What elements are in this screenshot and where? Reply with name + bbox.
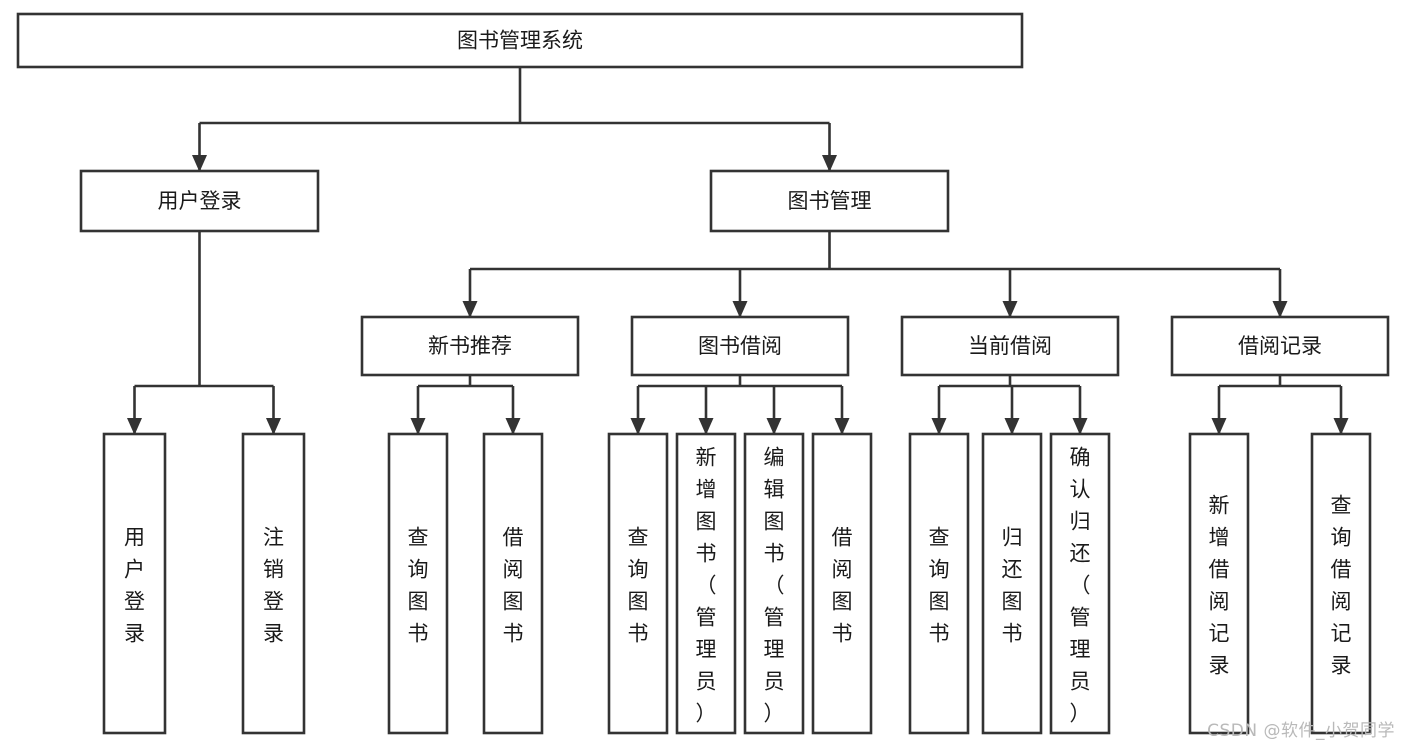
node-leaf-cur-return-book[interactable]: 归还图书 (981, 432, 1043, 735)
node-box-leaf-borrow-query-book (607, 432, 669, 735)
arrow-icon-leaf-borrow-query-book (630, 418, 646, 435)
node-box-root (16, 12, 1024, 69)
arrow-icon-leaf-rec-add-record (1211, 418, 1227, 435)
arrow-icon-new-book-recommend (462, 301, 478, 318)
node-current-borrow[interactable]: 当前借阅 (900, 315, 1120, 377)
node-label-book-manage: 图书管理 (788, 189, 872, 213)
node-leaf-rec-add-record[interactable]: 新增借阅记录 (1188, 432, 1250, 735)
node-box-leaf-borrow-lend-book (811, 432, 873, 735)
arrow-icon-leaf-rec-borrow-book (505, 418, 521, 435)
node-label-leaf-rec-query-book: 查询图书 (408, 525, 429, 645)
arrow-icon-leaf-cur-query-book (931, 418, 947, 435)
node-label-book-borrow: 图书借阅 (698, 334, 782, 358)
node-box-borrow-record (1170, 315, 1390, 377)
node-book-borrow[interactable]: 图书借阅 (630, 315, 850, 377)
node-leaf-rec-query-book[interactable]: 查询图书 (387, 432, 449, 735)
node-box-leaf-cur-query-book (908, 432, 970, 735)
node-leaf-user-login[interactable]: 用户登录 (102, 432, 167, 735)
node-box-leaf-cur-confirm-return (1049, 432, 1111, 735)
arrow-icon-leaf-borrow-add-book (698, 418, 714, 435)
node-label-leaf-rec-query-record: 查询借阅记录 (1331, 493, 1352, 677)
arrow-icon-leaf-cur-confirm-return (1072, 418, 1088, 435)
arrow-icon-leaf-borrow-lend-book (834, 418, 850, 435)
watermark-label: CSDN @软件_小贺同学 (1207, 721, 1395, 741)
node-label-leaf-borrow-add-book: 新增图书（管理员） (696, 445, 717, 725)
node-box-book-borrow (630, 315, 850, 377)
node-box-new-book-recommend (360, 315, 580, 377)
node-leaf-user-logout[interactable]: 注销登录 (241, 432, 306, 735)
arrow-icon-leaf-user-login (127, 418, 142, 435)
node-leaf-borrow-add-book[interactable]: 新增图书（管理员） (675, 432, 737, 735)
node-label-leaf-rec-borrow-book: 借阅图书 (503, 525, 524, 645)
node-label-user-login: 用户登录 (158, 189, 242, 213)
node-leaf-cur-confirm-return[interactable]: 确认归还（管理员） (1049, 432, 1111, 735)
arrow-icon-leaf-user-logout (266, 418, 281, 435)
node-label-new-book-recommend: 新书推荐 (428, 334, 512, 358)
nodes-layer: 图书管理系统用户登录图书管理新书推荐图书借阅当前借阅借阅记录用户登录注销登录查询… (16, 12, 1390, 735)
node-label-leaf-cur-confirm-return: 确认归还（管理员） (1070, 445, 1091, 725)
node-label-leaf-borrow-query-book: 查询图书 (628, 525, 649, 645)
node-box-leaf-rec-borrow-book (482, 432, 544, 735)
arrow-icon-borrow-record (1272, 301, 1288, 318)
node-label-leaf-cur-return-book: 归还图书 (1002, 525, 1023, 645)
node-leaf-rec-query-record[interactable]: 查询借阅记录 (1310, 432, 1372, 735)
node-label-leaf-user-logout: 注销登录 (263, 525, 284, 645)
node-box-leaf-borrow-edit-book (743, 432, 805, 735)
arrow-icon-book-borrow (732, 301, 748, 318)
arrow-icon-leaf-borrow-edit-book (766, 418, 782, 435)
node-label-root: 图书管理系统 (457, 29, 583, 53)
node-label-leaf-user-login: 用户登录 (124, 525, 145, 645)
node-box-leaf-rec-add-record (1188, 432, 1250, 735)
node-box-book-manage (709, 169, 950, 233)
connectors-layer (127, 67, 1349, 435)
node-user-login[interactable]: 用户登录 (79, 169, 320, 233)
node-label-leaf-cur-query-book: 查询图书 (929, 525, 950, 645)
node-leaf-rec-borrow-book[interactable]: 借阅图书 (482, 432, 544, 735)
node-leaf-borrow-edit-book[interactable]: 编辑图书（管理员） (743, 432, 805, 735)
node-box-leaf-rec-query-book (387, 432, 449, 735)
node-book-manage[interactable]: 图书管理 (709, 169, 950, 233)
node-root[interactable]: 图书管理系统 (16, 12, 1024, 69)
node-label-borrow-record: 借阅记录 (1238, 334, 1322, 358)
node-box-user-login (79, 169, 320, 233)
node-box-leaf-user-logout (241, 432, 306, 735)
arrow-icon-leaf-rec-query-book (410, 418, 426, 435)
arrow-icon-book-manage (822, 155, 837, 172)
node-borrow-record[interactable]: 借阅记录 (1170, 315, 1390, 377)
node-leaf-borrow-query-book[interactable]: 查询图书 (607, 432, 669, 735)
node-box-leaf-rec-query-record (1310, 432, 1372, 735)
node-label-leaf-borrow-edit-book: 编辑图书（管理员） (764, 445, 785, 725)
arrow-icon-leaf-rec-query-record (1333, 418, 1349, 435)
node-leaf-cur-query-book[interactable]: 查询图书 (908, 432, 970, 735)
node-label-leaf-rec-add-record: 新增借阅记录 (1209, 493, 1230, 677)
node-leaf-borrow-lend-book[interactable]: 借阅图书 (811, 432, 873, 735)
node-label-current-borrow: 当前借阅 (968, 334, 1052, 358)
node-label-leaf-borrow-lend-book: 借阅图书 (832, 525, 853, 645)
node-box-leaf-borrow-add-book (675, 432, 737, 735)
node-box-current-borrow (900, 315, 1120, 377)
node-box-leaf-cur-return-book (981, 432, 1043, 735)
arrow-icon-leaf-cur-return-book (1004, 418, 1020, 435)
arrow-icon-current-borrow (1002, 301, 1018, 318)
node-new-book-recommend[interactable]: 新书推荐 (360, 315, 580, 377)
arrow-icon-user-login (192, 155, 207, 172)
node-box-leaf-user-login (102, 432, 167, 735)
